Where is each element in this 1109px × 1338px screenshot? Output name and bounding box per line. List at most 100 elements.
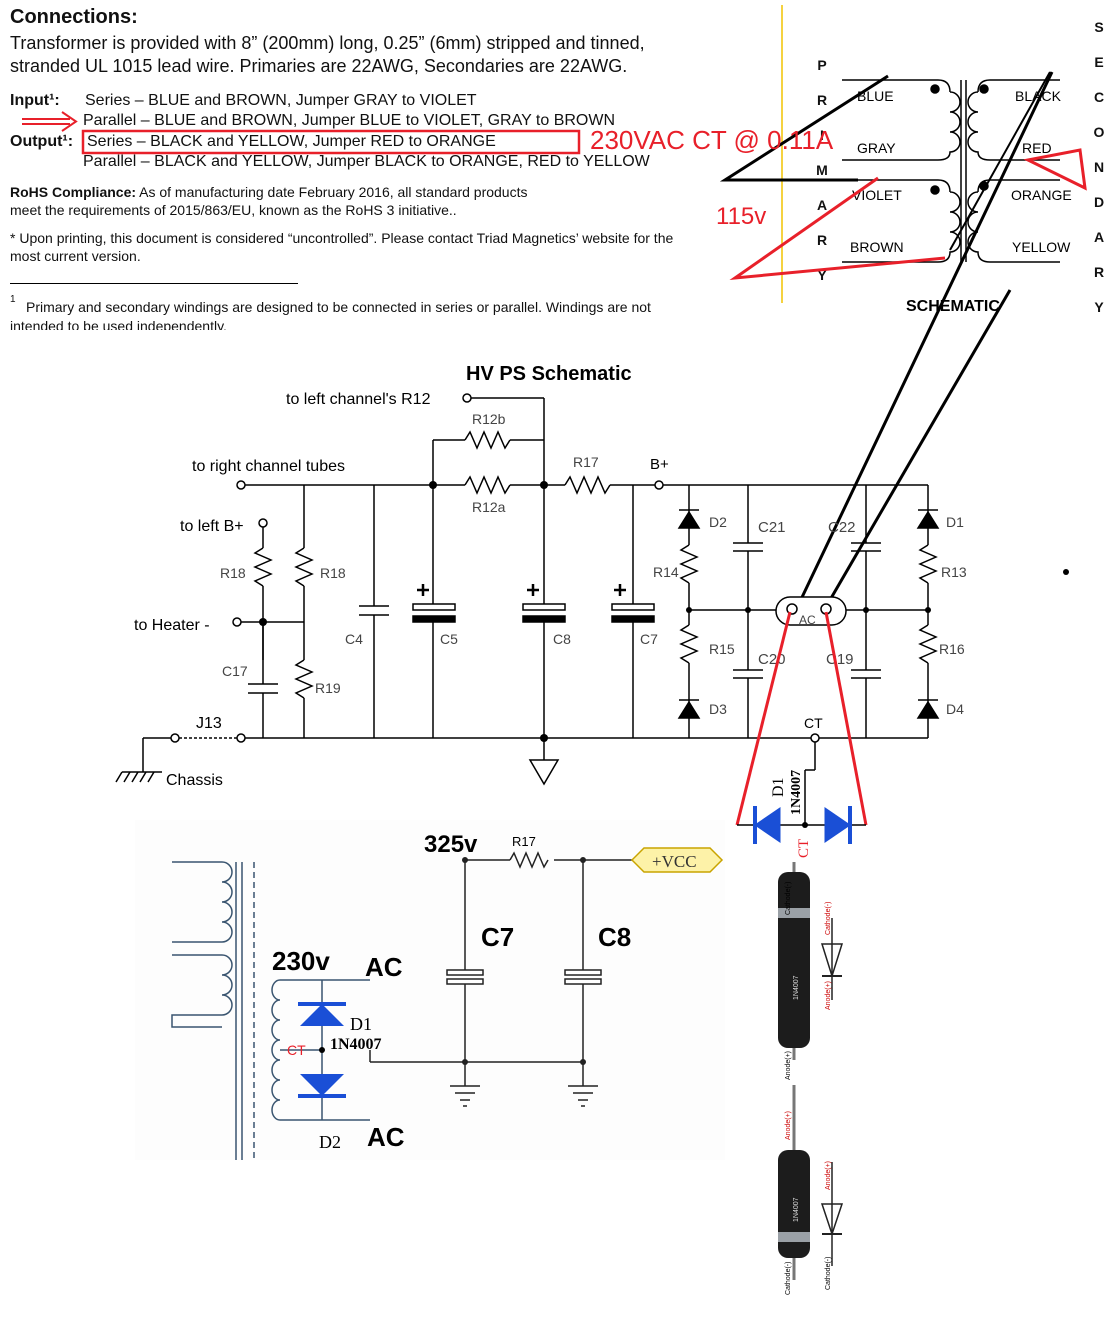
photo-bottom-body-text: 1N4007 — [793, 1197, 800, 1222]
hvps-diodes — [677, 509, 940, 719]
r16-label: R16 — [939, 641, 965, 657]
to-left-r12-label: to left channel's R12 — [286, 391, 431, 408]
connections-heading: Connections: — [10, 6, 138, 28]
output-series-highlight — [81, 129, 581, 155]
photo-top-body-text: 1N4007 — [793, 975, 800, 1000]
vcc-flag — [630, 847, 724, 873]
vac-ct-annotation: 230VAC CT @ 0.11A — [590, 125, 834, 155]
photo-bottom-anode: Anode(+) — [785, 1111, 792, 1140]
wire-blue-label: BLUE — [857, 88, 894, 104]
lower-rectifier — [298, 980, 346, 1120]
note-line2: most current version. — [10, 248, 141, 264]
ct-label: CT — [804, 715, 823, 731]
c20-label: C20 — [758, 651, 786, 668]
mid-d1-label: D1 — [770, 777, 787, 797]
c4-label: C4 — [345, 631, 363, 647]
photo-top-anode: Anode(+) — [785, 1051, 792, 1080]
input-parallel: Parallel – BLUE and BROWN, Jumper BLUE t… — [83, 112, 616, 129]
footnote-mark: 1 — [10, 294, 16, 305]
mid-ct-label: CT — [796, 839, 812, 858]
r12a-label: R12a — [472, 499, 506, 515]
c7-label: C7 — [640, 631, 658, 647]
hvps-title: HV PS Schematic — [466, 363, 632, 385]
r19-label: R19 — [315, 680, 341, 696]
wire-orange-label: ORANGE — [1011, 187, 1072, 203]
ac-label: AC — [799, 613, 816, 627]
lower-d1-label: D1 — [350, 1014, 372, 1034]
lower-c8-label: C8 — [598, 922, 631, 952]
photo-top-cathode-side: Cathode(-) — [825, 902, 832, 935]
wire-gray-label: GRAY — [857, 140, 896, 156]
transformer-schematic — [842, 79, 1060, 263]
photo-bottom-cathode-side: Cathode(-) — [825, 1257, 832, 1290]
footnote-cut-wrap: intended to be used independently. — [10, 318, 310, 330]
lower-panel — [135, 820, 725, 1160]
mid-rectifier — [737, 806, 866, 844]
d1-label: D1 — [946, 514, 964, 530]
v325-annotation: 325v — [424, 831, 478, 858]
r17-label: R17 — [573, 454, 599, 470]
rohs-label: RoHS Compliance: — [10, 184, 137, 200]
to-left-bplus-label: to left B+ — [180, 518, 244, 535]
lower-transformer — [171, 861, 370, 1160]
wire-red-label: RED — [1022, 140, 1052, 156]
lower-ct-label: CT — [287, 1042, 306, 1058]
input-label: Input¹: — [10, 92, 60, 109]
transformer-caption: SCHEMATIC — [906, 298, 1000, 315]
rohs-text2: meet the requirements of 2015/863/EU, kn… — [10, 202, 457, 218]
footnote-cut: intended to be used independently. — [10, 318, 227, 330]
to-heater-label: to Heater - — [134, 617, 210, 634]
wire-brown-label: BROWN — [850, 239, 904, 255]
photo-bottom-cathode: Cathode(-) — [785, 1262, 792, 1295]
r18b-label: R18 — [320, 565, 346, 581]
wire-violet-label: VIOLET — [852, 187, 902, 203]
wire-yellow-label: YELLOW — [1012, 239, 1071, 255]
d3-label: D3 — [709, 701, 727, 717]
r14-label: R14 — [653, 564, 679, 580]
lower-part-label: 1N4007 — [330, 1036, 382, 1053]
lower-ac-top-label: AC — [365, 952, 403, 982]
wire-black-label: BLACK — [1015, 88, 1062, 104]
photo-bottom-anode-side: Anode(+) — [825, 1161, 832, 1190]
output-parallel: Parallel – BLACK and YELLOW, Jumper BLAC… — [83, 153, 650, 170]
lower-r17-label: R17 — [512, 834, 536, 849]
output-series: Series – BLACK and YELLOW, Jumper RED to… — [87, 133, 496, 150]
mid-part-label: 1N4007 — [789, 770, 804, 815]
photo-top-anode-side: Anode(+) — [825, 981, 832, 1010]
bplus-label: B+ — [650, 456, 669, 473]
connections-line2: stranded UL 1015 lead wire. Primaries ar… — [10, 56, 628, 76]
stray-dot — [1063, 569, 1069, 575]
footnote-rule — [10, 283, 298, 284]
c22-label: C22 — [828, 519, 856, 536]
c17-label: C17 — [222, 663, 248, 679]
rohs-line1: RoHS Compliance: As of manufacturing dat… — [10, 184, 527, 200]
note-line1: * Upon printing, this document is consid… — [10, 230, 674, 246]
r12b-label: R12b — [472, 411, 506, 427]
d2-label: D2 — [709, 514, 727, 530]
r15-label: R15 — [709, 641, 735, 657]
to-right-tubes-label: to right channel tubes — [192, 458, 345, 475]
lower-c7-label: C7 — [481, 922, 514, 952]
d4-label: D4 — [946, 701, 964, 717]
rohs-text1: As of manufacturing date February 2016, … — [139, 184, 528, 200]
photo-top-cathode: Cathode(-) — [785, 882, 792, 915]
c5-label: C5 — [440, 631, 458, 647]
c8-label: C8 — [553, 631, 571, 647]
c21-label: C21 — [758, 519, 786, 536]
red-rectifier-wires — [735, 611, 868, 826]
diode-photo-bottom — [778, 1085, 844, 1280]
polarity-marks — [417, 584, 626, 596]
chassis-label: Chassis — [166, 772, 223, 789]
connections-line1: Transformer is provided with 8” (200mm) … — [10, 33, 645, 53]
r18a-label: R18 — [220, 565, 246, 581]
output-label: Output¹: — [10, 133, 74, 150]
footnote-text: Primary and secondary windings are desig… — [26, 299, 651, 315]
diode-photo-top — [778, 862, 844, 1060]
r13-label: R13 — [941, 564, 967, 580]
v115-annotation: 115v — [716, 203, 766, 230]
red-arrow-icon — [22, 111, 78, 132]
j13-label: J13 — [196, 715, 222, 732]
c19-label: C19 — [826, 651, 854, 668]
